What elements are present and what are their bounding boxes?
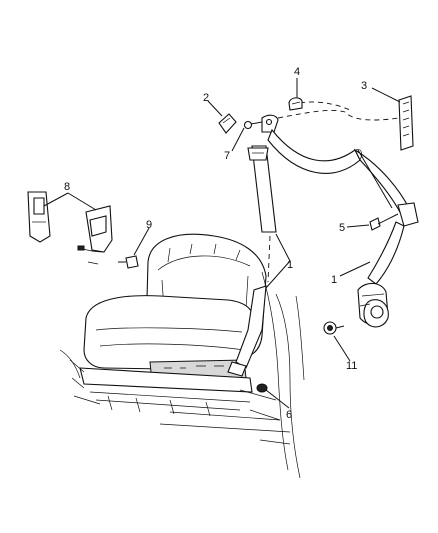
callout-6: 6	[286, 409, 292, 421]
floor-plug	[256, 383, 268, 393]
callout-7: 7	[224, 150, 230, 162]
buckle-assembly	[27, 191, 113, 265]
lower-belt-strap	[227, 235, 271, 377]
callout-1-right: 1	[331, 274, 337, 286]
callout-4: 4	[294, 66, 300, 78]
retractor-bolt	[369, 213, 399, 231]
b-pillar	[239, 271, 305, 479]
callout-8: 8	[64, 181, 70, 193]
retractor-assembly	[357, 149, 419, 328]
callout-11: 11	[346, 360, 357, 372]
callout-9: 9	[146, 219, 152, 231]
retractor-nut	[323, 321, 345, 335]
height-adjuster-rail	[277, 95, 414, 151]
anchor-bolt	[243, 120, 263, 130]
callout-2: 2	[203, 92, 209, 104]
buckle-bolt	[118, 255, 139, 269]
leader-lines	[43, 78, 401, 409]
callout-1-upper: 1	[287, 259, 293, 271]
callout-5: 5	[339, 222, 345, 234]
cap-cover	[288, 97, 303, 111]
turning-loop-cover	[218, 113, 237, 134]
seat-outline	[59, 233, 291, 433]
shoulder-belt-webbing	[247, 114, 411, 233]
callout-3: 3	[361, 80, 367, 92]
